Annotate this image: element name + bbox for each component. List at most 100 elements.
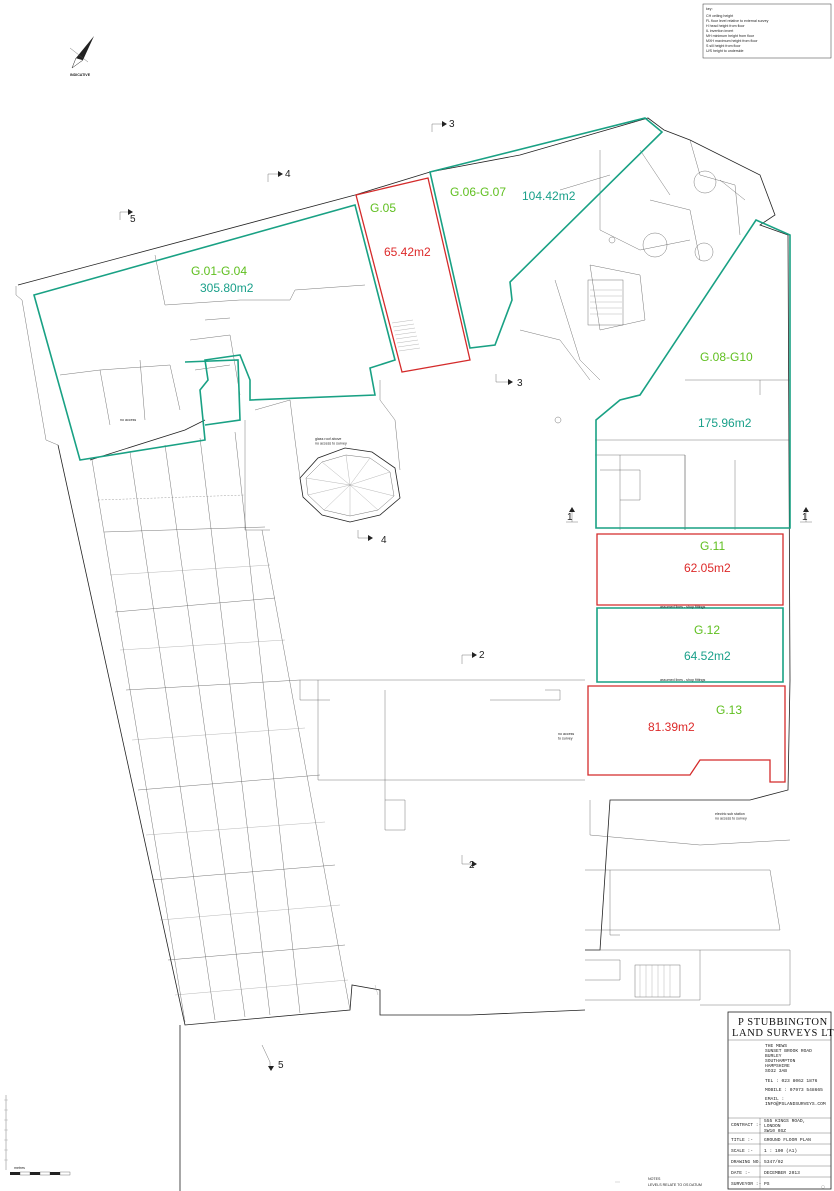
unit-name-g08: G.08-G10: [700, 350, 753, 364]
address-line-3: BURLEY: [765, 1053, 782, 1059]
drawing-no-label: DRAWING NO.: [731, 1159, 761, 1165]
section-marker-4-mid: 4: [357, 530, 387, 546]
svg-text:2: 2: [469, 860, 475, 871]
title-block: P STUBBINGTON LAND SURVEYS LTD THE MEWS …: [727, 1011, 834, 1190]
address-line-4: SOUTHAMPTON: [765, 1058, 796, 1064]
mobile: MOBILE : 07973 548665: [765, 1087, 823, 1093]
car-park-bays: [91, 431, 351, 1023]
company-name-line1: P STUBBINGTON: [738, 1017, 828, 1028]
unit-name-g05: G.05: [370, 201, 396, 215]
company-name-line2: LAND SURVEYS LTD: [732, 1028, 834, 1039]
section-marker-3-mid: 3: [495, 374, 523, 389]
section-marker-3-top: 3: [431, 119, 455, 132]
address-line-5: HAMPSHIRE: [765, 1063, 790, 1069]
unit-labels: G.01-G.04 305.80m2 G.05 65.42m2 G.06-G.0…: [191, 185, 753, 734]
unit-name-g13: G.13: [716, 703, 742, 717]
contract-line-3: SW10 0SZ: [764, 1128, 786, 1134]
unit-area-g11: 62.05m2: [684, 561, 731, 575]
note-shop-fittings-1: assumed lines - shop fittings: [660, 605, 706, 609]
unit-boundary-g06: [429, 117, 664, 349]
address-line-6: SO32 3AB: [765, 1068, 787, 1074]
date-value: DECEMBER 2013: [764, 1170, 800, 1176]
notes-title: NOTES: [648, 1177, 661, 1181]
north-arrow-icon: [69, 36, 94, 69]
drawing-title: GROUND FLOOR PLAN: [764, 1137, 811, 1143]
scale-value: 1 : 100 (A1): [764, 1148, 797, 1154]
stair-west: [391, 319, 421, 352]
section-markers: 3 4 5 3 4 2 2: [119, 119, 812, 1071]
unit-area-g01: 305.80m2: [200, 281, 254, 295]
unit-name-g01: G.01-G.04: [191, 264, 247, 278]
stair-core: [587, 279, 624, 326]
address-line-2: SUNSET BROOK ROAD: [765, 1048, 812, 1054]
scale-label: SCALE :-: [731, 1148, 753, 1154]
svg-text:1: 1: [567, 512, 573, 523]
unit-boundary-g05: [355, 177, 471, 373]
building-outline: [15, 117, 791, 1191]
svg-text:5: 5: [278, 1060, 284, 1071]
key-line-2: FL floor level relative to external surv…: [706, 19, 769, 23]
drawing-no-value: 5347/02: [764, 1159, 784, 1165]
key-box: key: CH ceiling height FL floor level re…: [702, 3, 832, 59]
email: INFO@PSLANDSURVEYS.COM: [765, 1101, 826, 1107]
unit-boundary-g01: [33, 204, 396, 461]
unit-boundary-g08: [595, 218, 791, 529]
north-arrow-label: INDICATIVE: [70, 73, 91, 77]
svg-text:5: 5: [130, 214, 136, 225]
section-marker-1-left: 1: [566, 507, 578, 523]
unit-name-g06: G.06-G.07: [450, 185, 506, 199]
bottom-marks: [374, 984, 825, 1189]
email-label: EMAIL :: [765, 1096, 784, 1102]
unit-boundary-g12: [596, 607, 784, 683]
notes-levels: LEVELS RELATE TO OS DATUM: [648, 1183, 702, 1187]
contract-line-2: LONDON: [764, 1123, 781, 1129]
note-no-access: no access: [120, 418, 136, 422]
unit-area-g05: 65.42m2: [384, 245, 431, 259]
key-line-6: MXH maximum height from floor: [706, 39, 758, 43]
telephone: TEL : 023 8062 1876: [765, 1078, 818, 1084]
surveyor-label: SURVEYOR :-: [731, 1181, 761, 1187]
key-line-4: IL invertion invert: [706, 29, 733, 33]
unit-area-g08: 175.96m2: [698, 416, 752, 430]
unit-boundary-g11: [596, 533, 784, 606]
svg-text:3: 3: [517, 378, 523, 389]
unit-area-g06: 104.42m2: [522, 189, 576, 203]
svg-text:4: 4: [285, 169, 291, 180]
date-label: DATE :-: [731, 1170, 750, 1176]
svg-text:3: 3: [449, 119, 455, 130]
section-marker-5-bottom: 5: [261, 1044, 284, 1071]
scale-bar: metres: [4, 1095, 71, 1176]
contract-label: CONTRACT :-: [731, 1122, 761, 1128]
title-label: TITLE :-: [731, 1137, 753, 1143]
section-marker-1-right: 1: [800, 507, 812, 523]
unit-boundary-g13: [587, 685, 786, 783]
key-line-5: MH minimum height from floor: [706, 34, 755, 38]
scale-bar-label: metres: [14, 1166, 25, 1170]
section-marker-5-top: 5: [119, 209, 136, 225]
note-shop-fittings-2: assumed lines - shop fittings: [660, 678, 706, 682]
unit-area-g12: 64.52m2: [684, 649, 731, 663]
unit-area-g13: 81.39m2: [648, 720, 695, 734]
svg-text:4: 4: [381, 535, 387, 546]
svg-text:1: 1: [802, 512, 808, 523]
notes: NOTES LEVELS RELATE TO OS DATUM: [648, 1177, 702, 1187]
key-line-3: H head height from floor: [706, 24, 745, 28]
contract-line-1: 555 KINGS ROAD,: [764, 1118, 805, 1124]
section-marker-4-top: 4: [267, 169, 291, 182]
section-marker-2-upper: 2: [461, 650, 485, 664]
section-marker-2-lower: 2: [461, 855, 477, 871]
key-line-8: U/S height to underside: [706, 49, 744, 53]
svg-text:2: 2: [479, 650, 485, 661]
key-title: key:: [706, 7, 713, 11]
north-arrow: INDICATIVE: [69, 36, 94, 77]
unit-name-g12: G.12: [694, 623, 720, 637]
key-line-1: CH ceiling height: [706, 14, 733, 18]
unit-name-g11: G.11: [700, 539, 725, 553]
surveyor-value: PS: [764, 1181, 770, 1187]
unit-boundaries: [33, 117, 791, 783]
